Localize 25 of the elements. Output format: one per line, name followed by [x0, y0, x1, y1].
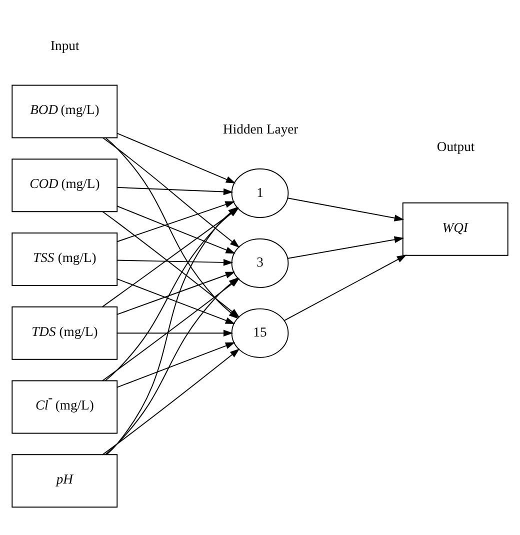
node-ellipse: 3: [231, 238, 289, 288]
arrow: [287, 197, 404, 221]
node-box: COD (mg/L): [12, 158, 118, 212]
label: Hidden Layer: [223, 121, 298, 136]
arrow: [116, 205, 236, 254]
node-box: BOD (mg/L): [12, 84, 118, 138]
node-ellipse: 1: [231, 168, 289, 218]
node-box: pH: [12, 454, 118, 508]
node-ellipse: 15: [231, 308, 289, 358]
arrow: [116, 342, 236, 388]
arrow: [287, 236, 404, 258]
node-box: TDS (mg/L): [12, 306, 118, 360]
arrow: [116, 186, 234, 195]
node-box: TSS (mg/L): [12, 232, 118, 286]
label: Output: [436, 138, 475, 154]
arrow: [116, 200, 235, 242]
arrow: [116, 258, 234, 266]
arrow: [116, 271, 236, 314]
arrow: [102, 348, 240, 455]
arrow: [116, 278, 236, 324]
arrow: [116, 132, 236, 183]
arrow: [116, 329, 234, 336]
label: Input: [50, 37, 80, 52]
arrow: [284, 254, 407, 321]
node-box: WQI: [402, 202, 508, 256]
